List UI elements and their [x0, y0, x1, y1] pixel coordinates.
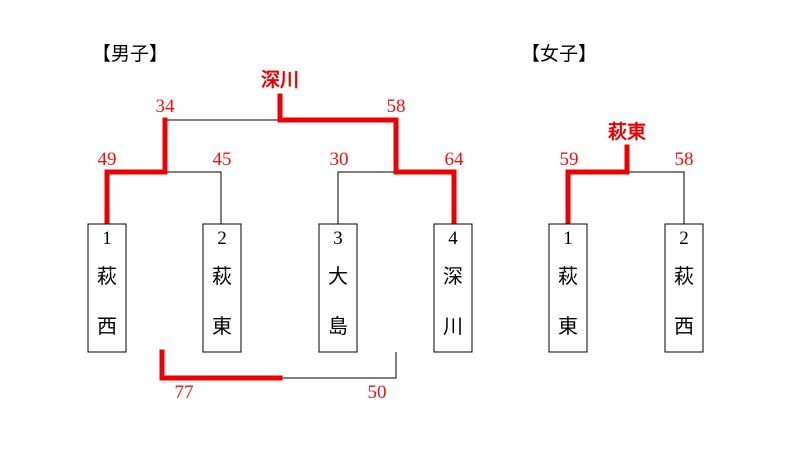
team-number: 4	[448, 228, 458, 249]
team-box: 1 萩 東	[548, 223, 588, 353]
winner-path-team1	[104, 117, 168, 227]
team-name-top: 萩	[97, 264, 117, 288]
score-team4: 64	[445, 149, 465, 170]
score-team1: 49	[98, 149, 117, 170]
score-team2: 45	[213, 149, 232, 170]
team-box: 2 萩 西	[664, 223, 704, 353]
score-third-place-right: 50	[368, 382, 387, 403]
team-name-top: 萩	[558, 264, 578, 288]
team-box: 1 萩 西	[87, 223, 127, 353]
score-final-right: 58	[387, 96, 406, 117]
girls-bracket: 萩東 59 58 1 萩 東 2 萩 西	[548, 120, 704, 353]
team-number: 3	[333, 228, 343, 249]
team-box: 3 大 島	[318, 223, 358, 353]
bracket-line-team2	[165, 171, 222, 224]
team-name-bottom: 東	[212, 314, 232, 338]
girls-heading: 【女子】	[521, 43, 597, 65]
score-girls-team1: 59	[560, 149, 579, 170]
team-name-top: 大	[328, 264, 348, 288]
team-number: 2	[217, 228, 227, 249]
team-number: 1	[563, 228, 573, 249]
team-name-bottom: 西	[674, 314, 694, 338]
score-final-left: 34	[156, 96, 176, 117]
team-name-top: 萩	[212, 264, 232, 288]
score-team3: 30	[330, 149, 349, 170]
winner-path-third-place	[159, 349, 283, 381]
winner-path-team4	[277, 93, 457, 227]
winner-path-girls-team1	[565, 144, 630, 227]
girls-champion-label: 萩東	[608, 120, 646, 143]
team-name-bottom: 川	[443, 314, 463, 338]
boys-bracket: 深川 34 58 49 45 30 64 77 50 1 萩 西 2 萩 東 3…	[87, 68, 473, 403]
boys-champion-label: 深川	[261, 68, 299, 91]
team-name-bottom: 島	[328, 314, 348, 338]
score-girls-team2: 58	[675, 149, 694, 170]
bracket-line-third-place-right	[280, 352, 397, 379]
team-box: 4 深 川	[433, 223, 473, 353]
bracket-line-team3	[337, 171, 396, 224]
team-box: 2 萩 東	[202, 223, 242, 353]
score-third-place-left: 77	[175, 382, 194, 403]
team-number: 1	[102, 228, 112, 249]
team-name-bottom: 西	[97, 314, 117, 338]
team-number: 2	[679, 228, 689, 249]
bracket-line-girls-team2	[627, 171, 685, 224]
team-name-top: 萩	[674, 264, 694, 288]
team-name-top: 深	[443, 264, 463, 288]
boys-heading: 【男子】	[92, 43, 168, 65]
team-name-bottom: 東	[558, 314, 578, 338]
